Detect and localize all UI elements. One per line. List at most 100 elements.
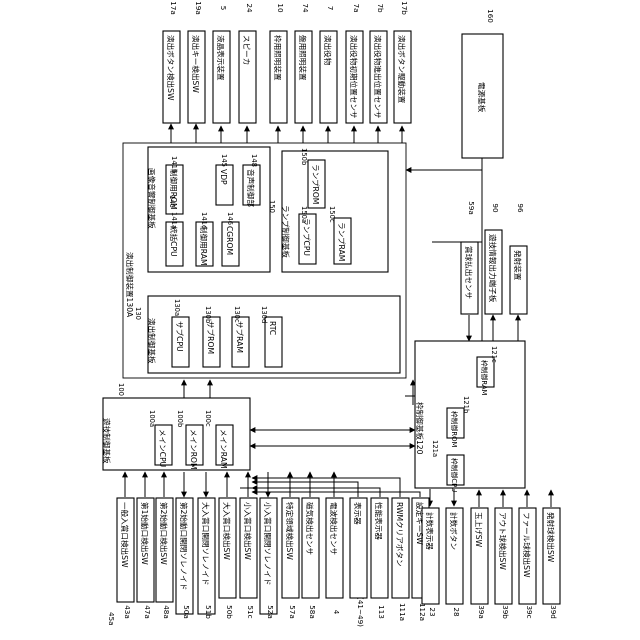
sub-part-ref: 130a [173, 299, 181, 316]
image-part-label: VDP [219, 169, 228, 185]
top-device-ref: 19a [194, 1, 203, 15]
right-device-label: 発射装置 [513, 250, 523, 281]
image-part-label: CGROM [225, 226, 234, 255]
image-part-ref: 141a [170, 212, 178, 229]
lamp-part-label: ランプROM [311, 164, 320, 204]
sub-board-label: 演出制御基板 [147, 318, 157, 364]
game-part-ref: 100a [148, 410, 156, 427]
power-board-ref: 160 [486, 9, 495, 23]
game-part-label: メインROM [189, 429, 198, 470]
image-board-label: 画像音響制御基板 [147, 168, 157, 229]
bottom-right-device-label: 発射球検出SW [546, 512, 556, 563]
bottom-left-device-label: 大入賞口検出SW [222, 502, 232, 560]
lamp-part-label: ランプRAM [337, 222, 346, 261]
frame-part-ref: 121c [490, 346, 498, 363]
game-part-ref: 100c [204, 410, 212, 427]
lamp-part-ref: 150b [300, 148, 308, 165]
lamp-part-label: ランプCPU [302, 218, 311, 256]
image-part-label: 制御用ROM [169, 169, 179, 210]
top-device-ref: 24 [245, 3, 254, 13]
bottom-right-device-label: ファール球検出SW [522, 512, 532, 578]
bottom-left-device-ref: 111a [398, 603, 407, 621]
sub-part-label: RTC [268, 321, 277, 335]
power-board-label: 電源基板 [477, 82, 487, 113]
lamp-board-label: ランプ制御基板 [281, 205, 291, 258]
game-part-ref: 100b [176, 410, 184, 427]
frame-part-label: 枠制御RAM [480, 360, 489, 395]
bottom-right-device-ref: 39b [501, 605, 510, 619]
bottom-left-device-ref: 43a [123, 605, 132, 619]
image-part-label: 統括CPU [169, 226, 179, 257]
bottom-left-device-ref: 47a [143, 605, 152, 619]
bottom-left-device-label: 磁気検出センサ [305, 502, 315, 555]
bottom-left-device-label: 小入賞口開閉ソレノイド [263, 502, 273, 586]
game-part-label: メインRAM [219, 429, 228, 469]
sub-part-label: サブRAM [235, 321, 245, 353]
bottom-left-device-ref: 57a [288, 605, 297, 619]
bottom-left-device-label: 小入賞口検出SW [243, 502, 253, 560]
frame-part-ref: 121b [462, 396, 470, 413]
top-device-label: 枠用照明装置 [273, 35, 283, 81]
image-part-ref: 145 [220, 154, 228, 167]
image-part-ref: 148 [250, 154, 258, 167]
bottom-left-device-ref: 50a [182, 605, 191, 619]
bottom-left-device-ref: 112a [418, 603, 427, 621]
sub-part-ref: 130c [233, 306, 241, 323]
image-part-label: 音声制御部 [246, 169, 256, 207]
lamp-part-ref: 150c [328, 206, 336, 223]
top-device-ref: 7a [352, 4, 361, 13]
frame-part-label: 枠制御CPU [450, 458, 459, 492]
bottom-left-device-ref: 4 [332, 610, 341, 615]
bottom-bus-line [252, 492, 420, 497]
lamp-board-ref: 150 [268, 200, 276, 213]
sub-part-ref: 130d [260, 306, 268, 323]
sub-part-ref: 130b [204, 306, 212, 323]
bottom-right-device-label: 玉上げSW [474, 512, 483, 548]
bottom-right-device-label: 計数ボタン [449, 512, 459, 550]
bottom-left-device-label: 第2始動口開閉ソレノイド [179, 502, 189, 590]
bottom-left-device-ref: 51b [204, 605, 213, 619]
top-device-label: 演出ボタン検出SW [166, 35, 176, 101]
top-device-label: 液晶表示装置 [216, 35, 226, 81]
bottom-left-device-ref: 58a [308, 605, 317, 619]
bottom-right-device-label: 計数表示器 [425, 512, 435, 550]
top-device-label: 演出役物初期位置センサ [349, 35, 359, 119]
bottom-left-device-label: 大入賞口開閉ソレノイド [201, 502, 211, 586]
bottom-left-device-label: 電波検出センサ [329, 502, 339, 555]
bottom-right-device-ref: 39d [549, 605, 558, 619]
top-device-label: 演出ボタン駆動装置 [397, 35, 407, 104]
top-device-label: 演出役物 [323, 35, 333, 66]
top-device-ref: 7b [376, 3, 385, 13]
right-device-label: 遊技情報出力端子板 [488, 234, 498, 303]
right-device-ref: 96 [516, 203, 525, 213]
bottom-right-device-ref: 39a [477, 605, 486, 619]
bottom-left-device-label: 表示器 [353, 502, 363, 525]
bottom-right-device-ref: 28 [452, 607, 461, 617]
frame-part-ref: 121a [431, 440, 439, 457]
bottom-left-device-label: 性能表示器 [374, 502, 384, 540]
frame-board-label: 枠制御基板120 [415, 402, 425, 455]
bottom-left-device-label: RWMクリアボタン [395, 502, 404, 567]
top-device-ref: 5 [219, 6, 228, 11]
top-device-label: 盤用照明装置 [298, 35, 308, 81]
bottom-left-device-label: 第1始動口検出SW [140, 502, 150, 565]
image-part-ref: 146 [226, 212, 234, 225]
image-part-label: 制御用RAM [199, 226, 209, 266]
game-board-ref: 100 [117, 383, 125, 396]
bottom-left-device-label: 第2始動口検出SW [159, 502, 169, 565]
image-part-ref: 141b [170, 156, 178, 173]
effect-control-label: 演出制御装置130A [125, 252, 135, 318]
game-part-label: メインCPU [158, 429, 167, 467]
bottom-right-device-ref: 39c [525, 605, 534, 618]
sub-part-label: サブCPU [175, 321, 185, 352]
top-device-ref: 7 [326, 6, 335, 11]
right-device-ref: 59a [467, 201, 476, 215]
frame-board-box [415, 341, 525, 488]
bottom-left-device-ref: 51c [246, 605, 255, 618]
image-part-ref: 141c [200, 212, 208, 229]
right-device-ref: 90 [491, 203, 500, 213]
sub-board-ref: 130 [134, 307, 142, 320]
bottom-left-device-label: 設定キーSW [415, 502, 425, 545]
lamp-part-ref: 150a [300, 206, 308, 223]
